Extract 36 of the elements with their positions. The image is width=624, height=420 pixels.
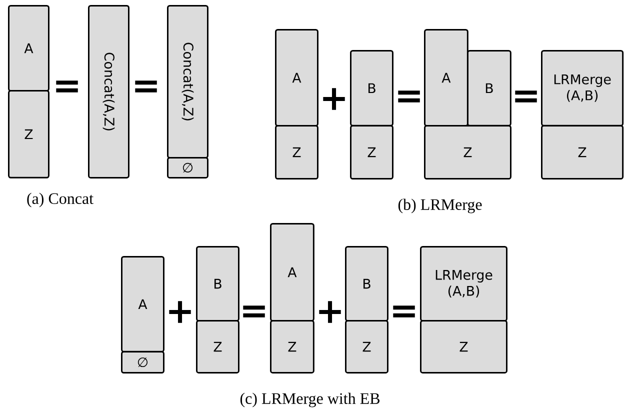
cell-box: ∅ xyxy=(121,351,164,374)
operator-symbol: = xyxy=(56,80,78,92)
cell-box: Z xyxy=(345,320,388,374)
operator-symbol: = xyxy=(398,90,420,102)
caption: (c) LRMerge with EB xyxy=(240,392,380,408)
cell-box: A xyxy=(121,256,164,352)
operator-symbol: + xyxy=(169,301,191,323)
caption: (b) LRMerge xyxy=(398,198,482,214)
cell-box: ∅ xyxy=(167,157,208,178)
cell-box: Z xyxy=(196,320,240,374)
operator-symbol: + xyxy=(319,301,341,323)
cell-box: Z xyxy=(8,90,50,178)
operator-symbol: = xyxy=(515,90,537,102)
cell-box: B xyxy=(467,50,512,126)
cell-box: Z xyxy=(350,125,394,180)
cell-box: Z xyxy=(424,125,512,180)
cell-box: B xyxy=(350,50,394,126)
cell-box: Concat(A,Z) xyxy=(167,5,208,158)
cell-box: A xyxy=(275,29,318,126)
operator-symbol: = xyxy=(393,306,415,318)
cell-box: Z xyxy=(270,320,314,374)
cell-box: B xyxy=(345,246,388,322)
cell-box: A xyxy=(8,5,50,92)
caption: (a) Concat xyxy=(27,192,94,208)
cell-box: LRMerge (A,B) xyxy=(541,50,624,126)
cell-box: LRMerge (A,B) xyxy=(420,246,508,322)
operator-symbol: + xyxy=(323,88,345,110)
cell-box: Concat(A,Z) xyxy=(88,5,130,178)
cell-box: Z xyxy=(275,125,318,180)
cell-box: A xyxy=(270,223,314,322)
cell-box: Z xyxy=(541,125,624,180)
cell-box: B xyxy=(196,246,240,322)
operator-symbol: = xyxy=(243,306,265,318)
cell-box: A xyxy=(424,29,468,126)
cell-box: Z xyxy=(420,320,508,374)
operator-symbol: = xyxy=(135,80,157,92)
